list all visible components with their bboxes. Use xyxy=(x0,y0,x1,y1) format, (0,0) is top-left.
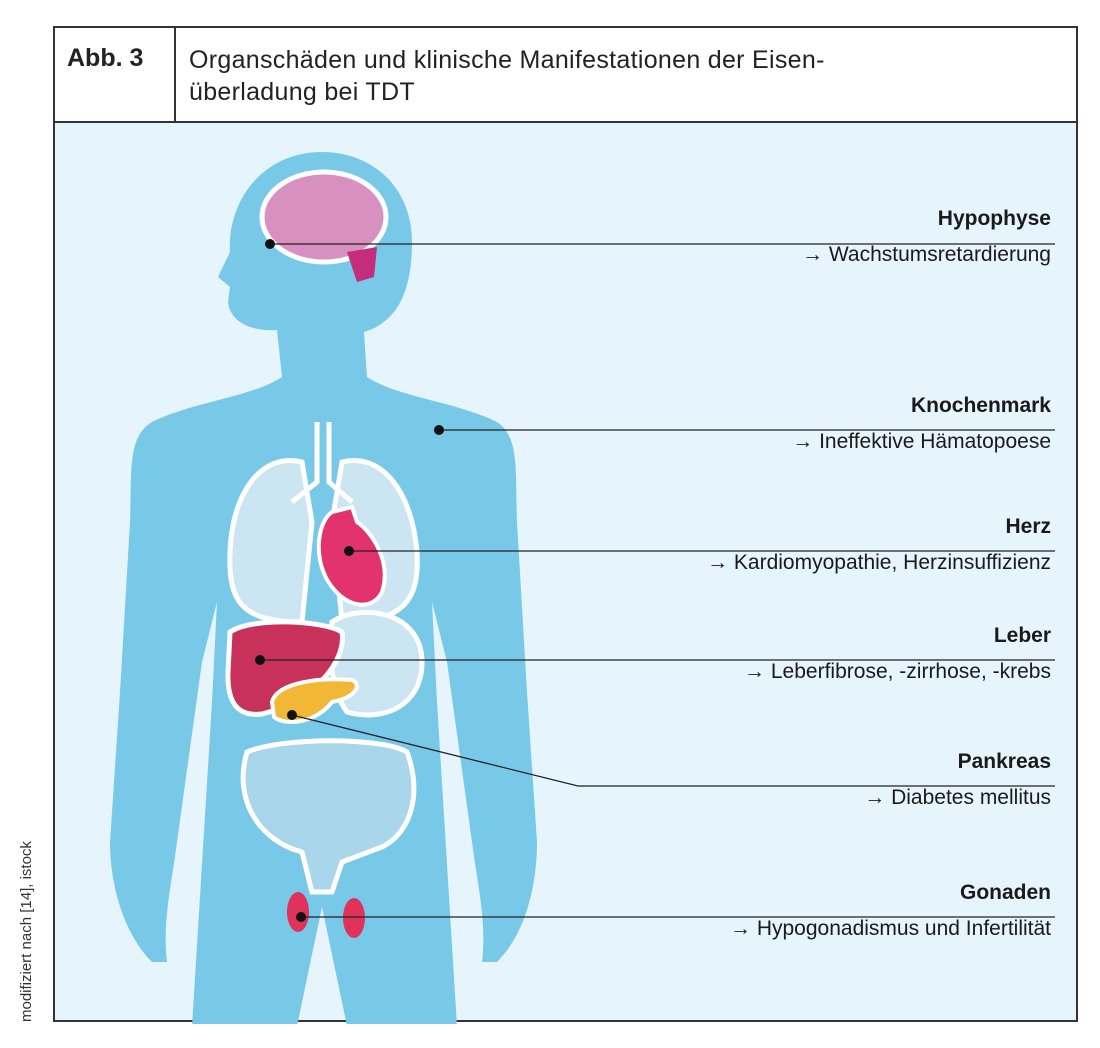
organ-effect: → Ineffektive Hämatopoese xyxy=(792,430,1051,453)
organ-name: Hypophyse xyxy=(937,207,1051,230)
marker-dot-knochenmark xyxy=(434,425,444,435)
label-pankreas: Pankreas → Diabetes mellitus xyxy=(864,750,1051,810)
marker-dot-pankreas xyxy=(287,710,297,720)
label-gonaden: Gonaden → Hypogonadismus und Infertilitä… xyxy=(730,881,1051,941)
figure-frame: Abb. 3 Organschäden und klinische Manife… xyxy=(53,26,1078,1024)
organ-effect: → Diabetes mellitus xyxy=(864,786,1051,809)
organ-name: Herz xyxy=(1005,515,1051,538)
figure-title-line1: Organschäden und klinische Manifestation… xyxy=(189,46,825,74)
figure-header: Abb. 3 Organschäden und klinische Manife… xyxy=(55,28,1076,123)
figure-title: Organschäden und klinische Manifestation… xyxy=(189,44,1049,108)
body-silhouette xyxy=(110,152,537,1024)
label-leber: Leber → Leberfibrose, -zirrhose, -krebs xyxy=(744,624,1051,684)
gonad-left xyxy=(287,892,309,932)
marker-dot-gonaden xyxy=(296,912,306,922)
marker-dot-leber xyxy=(255,655,265,665)
organ-effect: → Leberfibrose, -zirrhose, -krebs xyxy=(744,660,1051,683)
organ-name: Gonaden xyxy=(959,881,1051,904)
organ-name: Pankreas xyxy=(957,750,1051,773)
leader-line-pankreas xyxy=(291,714,1055,787)
label-hypophyse: Hypophyse → Wachstumsretardierung xyxy=(802,207,1051,267)
brain xyxy=(259,169,389,265)
liver xyxy=(225,619,345,717)
brainstem xyxy=(347,247,377,282)
heart xyxy=(316,504,387,607)
figure-label: Abb. 3 xyxy=(55,28,176,121)
organ-effect: → Kardiomyopathie, Herzinsuffizienz xyxy=(707,551,1051,574)
image-credit: modifiziert nach [14], istock xyxy=(18,841,35,1022)
organ-name: Knochenmark xyxy=(910,394,1051,417)
marker-dot-hypophyse xyxy=(265,239,275,249)
label-herz: Herz → Kardiomyopathie, Herzinsuffizienz xyxy=(707,515,1051,575)
figure-title-line2: überladung bei TDT xyxy=(189,78,415,106)
organ-effect: → Wachstumsretardierung xyxy=(802,243,1051,266)
body-illustration xyxy=(110,152,1055,1024)
trachea xyxy=(290,422,354,504)
organ-effect: → Hypogonadismus und Infertilität xyxy=(730,917,1051,940)
marker-dot-herz xyxy=(344,546,354,556)
gonad-right xyxy=(343,898,365,938)
label-knochenmark: Knochenmark → Ineffektive Hämatopoese xyxy=(792,394,1051,454)
intestines xyxy=(240,738,417,895)
organ-name: Leber xyxy=(993,624,1051,647)
